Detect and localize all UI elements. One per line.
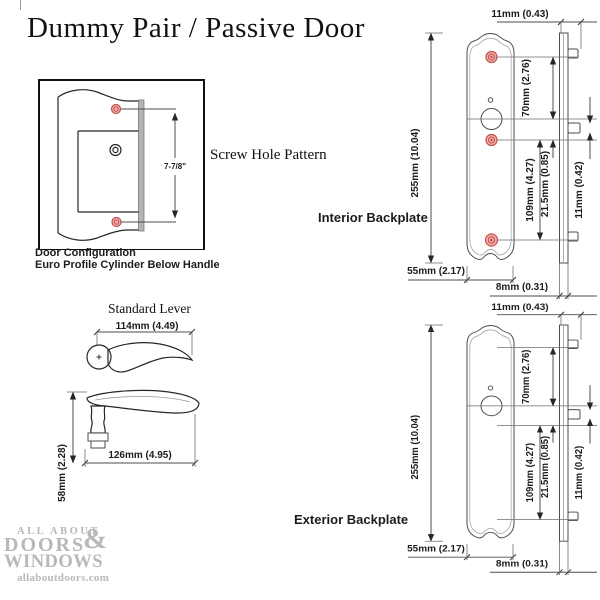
dim-lug-height-label: 11mm (0.42) (574, 161, 585, 218)
dim-overall-height-label: 255mm (10.04) (410, 415, 421, 480)
dim-top-width-label: 11mm (0.43) (491, 302, 548, 313)
dim-screw-spacing: 109mm (4.27) (525, 425, 544, 520)
dim-screw-spacing: 109mm (4.27) (525, 139, 544, 241)
dim-side-depth-label: 8mm (0.31) (496, 282, 548, 293)
screw-middle (485, 133, 498, 147)
dim-plate-width: 55mm (2.17) (407, 266, 517, 284)
reference-lines (467, 347, 597, 520)
dim-plate-width-label: 55mm (2.17) (407, 544, 465, 555)
door-configuration-drawing: 7-7/8" (38, 79, 205, 250)
spindle-dot (487, 385, 494, 391)
dim-screw-to-cylinder-label: 70mm (2.76) (521, 59, 532, 117)
screw-spacing-label: 7-7/8" (164, 162, 186, 171)
dim-top-width: 11mm (0.43) (491, 9, 597, 49)
screw-lug-top (567, 339, 579, 349)
screw-lug-bottom (567, 511, 579, 522)
dim-cylinder-offset-label: 21.5mm (0.85) (540, 151, 551, 217)
standard-lever-title: Standard Lever (108, 301, 191, 316)
dim-plate-width: 55mm (2.17) (407, 544, 517, 561)
dim-overall-height: 255mm (10.04) (410, 324, 443, 542)
lever-top-length-dimension: 114mm (4.49) (93, 321, 196, 355)
dim-screw-to-cylinder: 70mm (2.76) (521, 56, 557, 120)
lever-collar (87, 432, 109, 442)
screw-top (485, 50, 498, 64)
screw-top (110, 103, 122, 115)
dim-cylinder-offset: 21.5mm (0.85) (540, 388, 557, 498)
logo-line-doors: DOORS (4, 534, 86, 556)
dim-side-depth-label: 8mm (0.31) (496, 559, 548, 570)
exterior-backplate-drawing: 11mm (0.43) 255mm (10.04) 70mm (2.76) 10… (407, 302, 597, 576)
screw-spacing-dimension: 7-7/8" (121, 108, 186, 223)
screw-lug-middle (567, 122, 581, 134)
lever-height-label: 58mm (2.28) (57, 444, 68, 502)
interior-screws (484, 50, 499, 247)
lever-height-dimension: 58mm (2.28) (57, 391, 87, 502)
exterior-backplate-caption: Exterior Backplate (294, 512, 409, 527)
lever-side-length-dimension: 126mm (4.95) (81, 414, 199, 467)
corner-mark (20, 0, 21, 10)
lever-base (90, 440, 106, 449)
spindle-dot (487, 97, 494, 103)
logo-line-windows: WINDOWS (4, 552, 104, 572)
dim-screw-to-cylinder-label: 70mm (2.76) (521, 350, 532, 404)
dim-screw-to-cylinder: 70mm (2.76) (521, 347, 557, 407)
dim-lug-height: 11mm (0.42) (574, 385, 594, 500)
dim-overall-height-label: 255mm (10.04) (410, 129, 421, 198)
plate-front (466, 325, 515, 539)
dim-cylinder-offset-label: 21.5mm (0.85) (540, 436, 551, 498)
lever-top-length-label: 114mm (4.49) (116, 321, 179, 332)
screw-bottom (111, 216, 122, 228)
dim-screw-spacing-label: 109mm (4.27) (525, 443, 536, 502)
logo-ampersand: & (83, 523, 108, 555)
door-configuration-caption-line2: Euro Profile Cylinder Below Handle (35, 258, 220, 271)
screw-hole-pattern-label: Screw Hole Pattern (210, 147, 327, 163)
screw-lug-middle (567, 409, 581, 420)
plate-side-profile (559, 32, 581, 264)
screw-lug-top (567, 48, 579, 59)
logo-url: allaboutdoors.com (17, 572, 110, 584)
dim-plate-width-label: 55mm (2.17) (407, 266, 465, 277)
screw-lug-bottom (567, 231, 579, 242)
interior-backplate-drawing: 11mm (0.43) 255mm (10.04) 70mm (2.76) 10… (407, 9, 597, 300)
lever-side-length-label: 126mm (4.95) (108, 450, 171, 461)
interior-backplate-caption: Interior Backplate (318, 210, 428, 225)
page-title: Dummy Pair / Passive Door (27, 12, 365, 44)
dim-top-width-label: 11mm (0.43) (491, 9, 548, 20)
standard-lever-drawing: 114mm (4.49) 126mm (4.95) (57, 321, 200, 502)
door-configuration-caption: Door Configuration Euro Profile Cylinder… (35, 247, 220, 271)
lever-top-view (86, 342, 194, 373)
screw-bottom (484, 233, 499, 247)
dim-screw-spacing-label: 109mm (4.27) (525, 158, 536, 221)
dim-lug-height-label: 11mm (0.42) (574, 446, 585, 500)
door-panel-outline (57, 89, 145, 241)
dim-top-width: 11mm (0.43) (491, 302, 597, 341)
lever-neck (90, 405, 106, 434)
door-configuration-caption-line1: Door Configuration (35, 247, 136, 259)
cylinder-hole (109, 143, 122, 157)
dim-cylinder-offset: 21.5mm (0.85) (540, 101, 557, 217)
door-edge-bar (138, 99, 145, 232)
plate-front (466, 32, 515, 260)
allaboutdoors-logo: ALL ABOUT DOORS & WINDOWS allaboutdoors.… (4, 523, 134, 595)
lever-side-view (86, 389, 200, 449)
dim-overall-height: 255mm (10.04) (410, 32, 443, 264)
dim-side-depth: 8mm (0.31) (490, 541, 597, 576)
logo-line-all-about: ALL ABOUT (17, 526, 100, 537)
dim-side-depth: 8mm (0.31) (490, 263, 597, 300)
plate-side-profile (559, 324, 581, 542)
dim-lug-height: 11mm (0.42) (574, 97, 594, 219)
